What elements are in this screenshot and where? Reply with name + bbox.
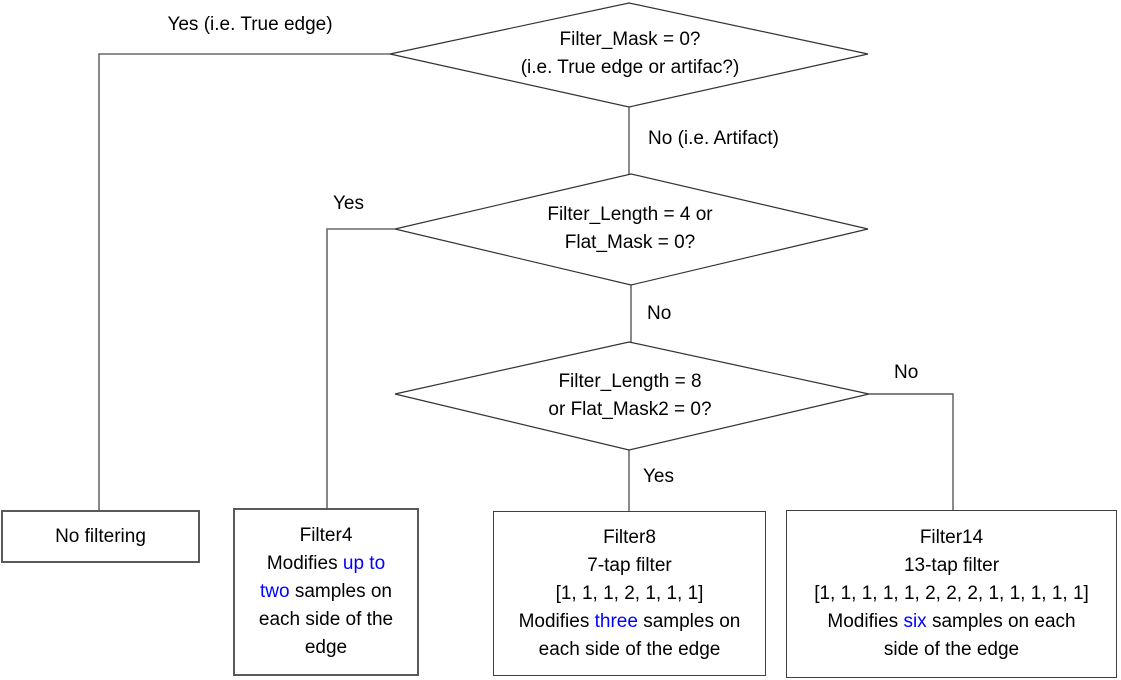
box-text-line: edge — [305, 634, 347, 662]
decision-line: Filter_Length = 8 — [558, 371, 702, 392]
box-text-line: each side of the — [259, 606, 393, 634]
connector-d3-no — [869, 393, 954, 510]
highlighted-text: two — [259, 581, 290, 602]
box-text-line: two samples on — [260, 578, 392, 606]
result-box-no-filtering: No filtering — [1, 510, 200, 563]
box-text-line: Modifies up to — [267, 550, 385, 578]
text-segment: side of the edge — [883, 639, 1020, 660]
highlighted-text: up to — [342, 553, 386, 574]
box-text-line: 7-tap filter — [587, 552, 671, 580]
edge-label-d1-yes: Yes (i.e. True edge) — [167, 14, 333, 35]
box-text-line: Modifies three samples on — [519, 608, 741, 636]
decision-text-filter-mask: Filter_Mask = 0? (i.e. True edge or arti… — [430, 26, 830, 82]
edge-label-d2-no: No — [647, 303, 672, 324]
box-text-line: Filter8 — [603, 524, 656, 552]
box-text-line: Modifies six samples on each — [827, 608, 1075, 636]
text-segment: each side of the edge — [538, 638, 721, 660]
box-text-line: 13-tap filter — [904, 552, 999, 580]
decision-line: (i.e. True edge or artifac?) — [520, 57, 740, 78]
connector-d2-yes — [326, 228, 395, 508]
edge-label-d3-yes: Yes — [643, 466, 674, 487]
text-segment: Filter14 — [919, 527, 984, 548]
decision-diamond-filter-mask — [389, 2, 869, 108]
box-text-line: [1, 1, 1, 2, 1, 1, 1] — [556, 580, 704, 608]
text-segment: edge — [304, 637, 348, 658]
box-text-line: [1, 1, 1, 1, 1, 2, 2, 2, 1, 1, 1, 1, 1] — [814, 580, 1089, 608]
text-segment: Modifies — [518, 610, 595, 632]
text-segment: 13-tap filter — [903, 555, 1000, 576]
box-text-line: Filter14 — [920, 524, 983, 552]
edge-label-d2-yes: Yes — [333, 193, 364, 214]
text-segment: samples on — [637, 610, 741, 632]
edge-label-d3-no: No — [894, 362, 919, 383]
decision-line: Filter_Mask = 0? — [559, 29, 701, 50]
text-segment: Modifies — [266, 553, 343, 574]
connector-d1-yes — [98, 53, 390, 510]
box-text-line: No filtering — [55, 523, 146, 551]
decision-line: Flat_Mask = 0? — [564, 232, 696, 253]
text-segment: each side of the — [258, 609, 394, 630]
text-segment: samples on each — [926, 611, 1076, 632]
result-box-filter14: Filter14 13-tap filter [1, 1, 1, 1, 1, 2, … — [786, 510, 1117, 678]
text-segment: Filter8 — [603, 526, 656, 548]
decision-diamond-filter-length4 — [394, 173, 869, 286]
box-text-line: each side of the edge — [539, 636, 721, 664]
text-segment: Filter4 — [299, 525, 353, 546]
result-box-filter8: Filter8 7-tap filter [1, 1, 1, 2, 1, 1, 1]… — [493, 511, 766, 676]
decision-line: or Flat_Mask2 = 0? — [548, 399, 712, 420]
text-segment: samples on — [289, 581, 393, 602]
text-segment: [1, 1, 1, 1, 1, 2, 2, 2, 1, 1, 1, 1, 1] — [814, 583, 1089, 604]
text-segment: No filtering — [55, 525, 146, 547]
text-segment: [1, 1, 1, 2, 1, 1, 1] — [555, 582, 704, 604]
highlighted-text: six — [903, 611, 927, 632]
text-segment: 7-tap filter — [587, 554, 672, 576]
decision-text-filter-length4: Filter_Length = 4 or Flat_Mask = 0? — [430, 201, 830, 257]
decision-line: Filter_Length = 4 or — [547, 204, 713, 225]
text-segment: Modifies — [827, 611, 904, 632]
box-text-line: Filter4 — [300, 522, 353, 550]
decision-text-filter-length8: Filter_Length = 8 or Flat_Mask2 = 0? — [430, 368, 830, 424]
highlighted-text: three — [594, 610, 638, 632]
edge-label-d1-no: No (i.e. Artifact) — [648, 128, 779, 149]
box-text-line: side of the edge — [884, 636, 1019, 664]
decision-diamond-filter-length8 — [394, 341, 870, 451]
